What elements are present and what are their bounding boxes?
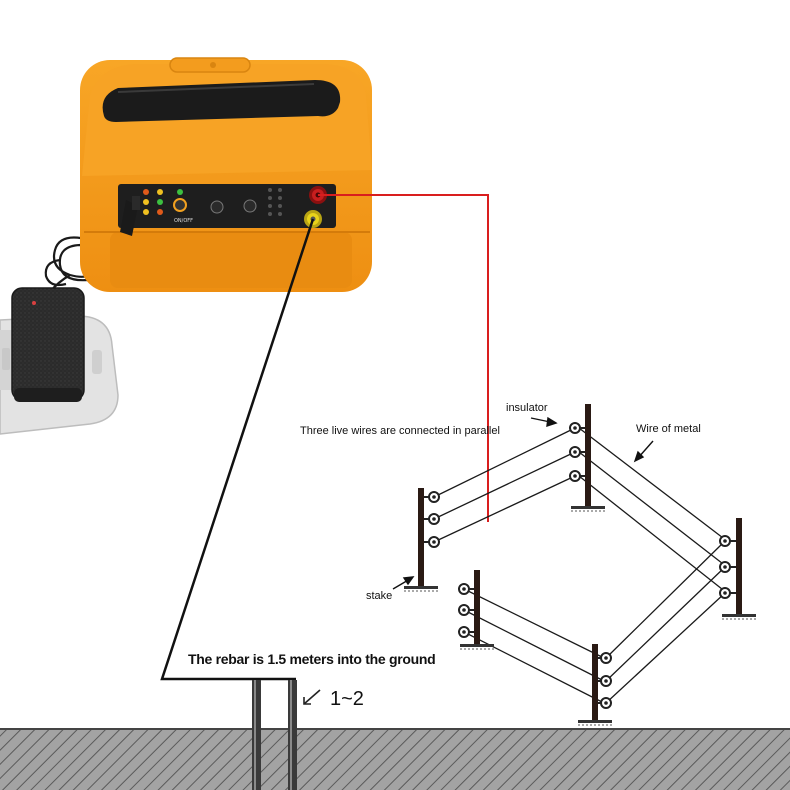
switch-label: ON/OFF xyxy=(174,218,193,224)
fence-post-right xyxy=(720,518,756,619)
ground xyxy=(0,729,790,790)
insulator-icon xyxy=(720,536,736,598)
fence-post-bottom xyxy=(578,644,612,725)
fence-post-inner xyxy=(459,570,494,649)
stake-label: stake xyxy=(366,590,392,602)
insulator-icon xyxy=(570,423,585,481)
insulator-arrow-icon xyxy=(531,418,556,426)
fence-wires xyxy=(434,428,727,703)
wire-arrow-icon xyxy=(635,441,653,461)
rebar-quantity-label: 1~2 xyxy=(330,688,364,711)
quantity-arrow xyxy=(304,690,320,704)
power-adapter xyxy=(12,288,84,402)
control-panel: ON/OFF xyxy=(118,184,336,228)
metal-wire-label: Wire of metal xyxy=(636,423,701,435)
power-switch xyxy=(174,199,186,211)
insulator-label: insulator xyxy=(506,402,548,414)
insulator-icon xyxy=(424,492,439,547)
insulator-icon xyxy=(459,584,474,637)
fence xyxy=(404,404,756,725)
fence-post-top xyxy=(570,404,605,511)
parallel-wires-label: Three live wires are connected in parall… xyxy=(300,425,500,437)
fence-post-left xyxy=(404,488,439,591)
rebar-depth-label: The rebar is 1.5 meters into the ground xyxy=(188,651,435,667)
insulator-icon xyxy=(598,653,611,708)
